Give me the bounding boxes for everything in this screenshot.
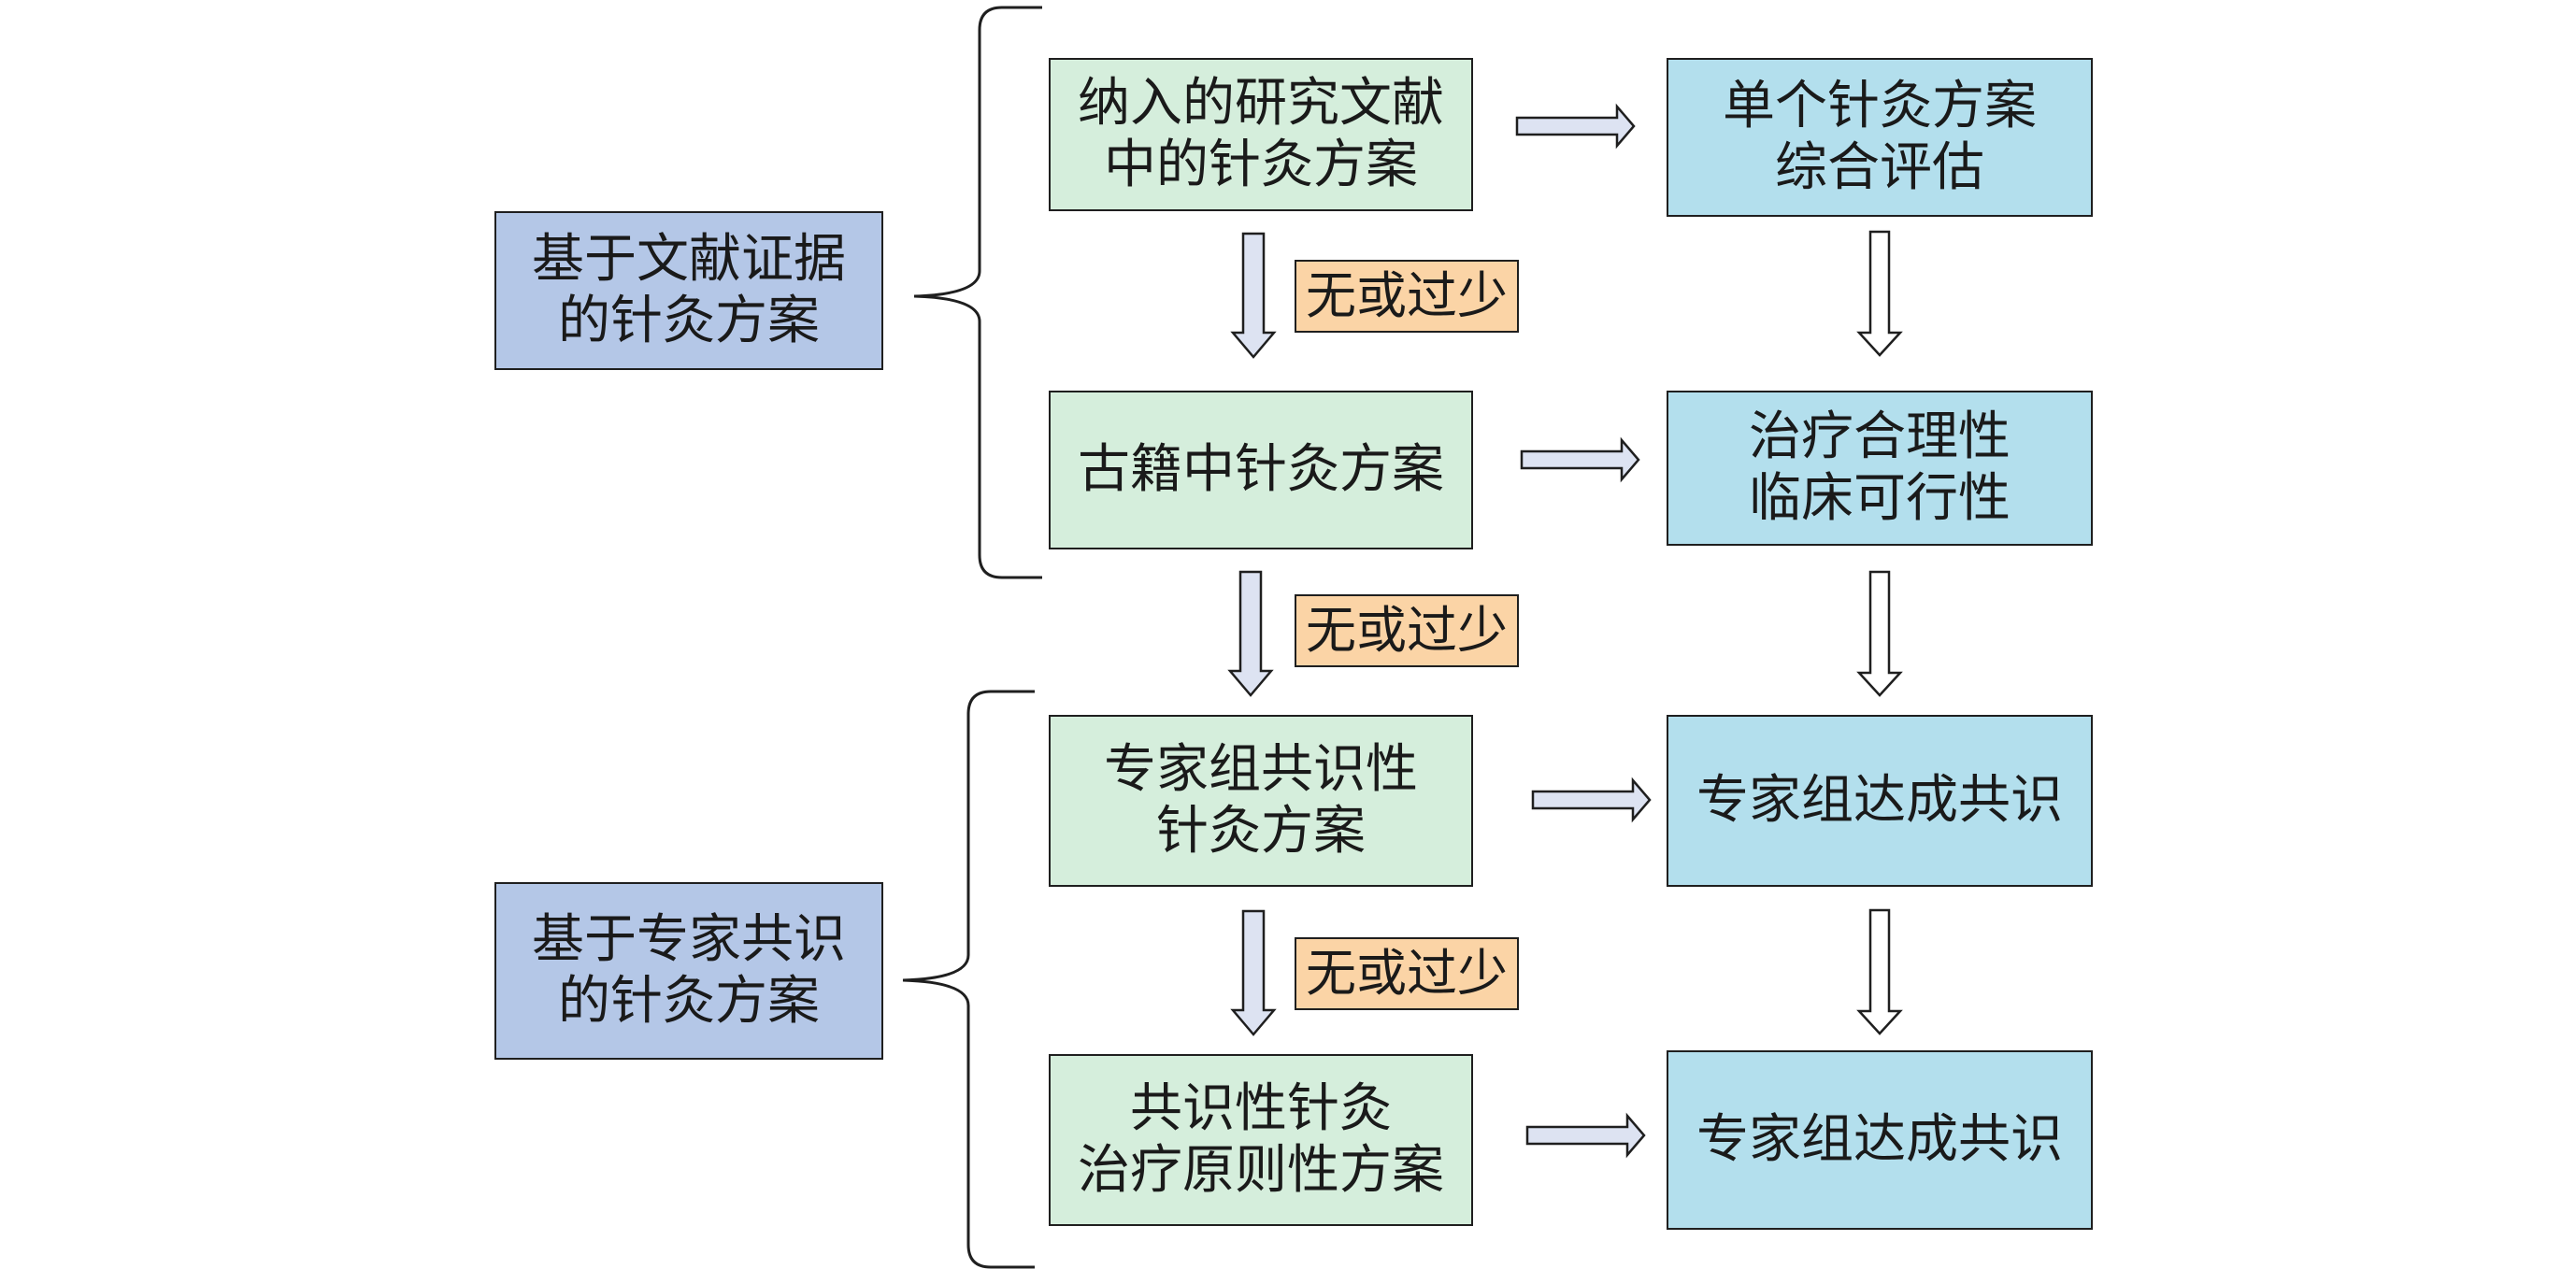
brace-bottom <box>902 690 1035 1269</box>
result-rationality-feasibility-box: 治疗合理性 临床可行性 <box>1667 391 2093 546</box>
result-consensus-reached-2-box: 专家组达成共识 <box>1667 1050 2093 1230</box>
result-consensus-reached-1-box: 专家组达成共识 <box>1667 715 2093 887</box>
step-expert-consensus-plan-box: 专家组共识性 针灸方案 <box>1049 715 1473 887</box>
arrow-down-step-3 <box>1230 909 1277 1036</box>
arrow-down-result-1 <box>1856 230 1903 357</box>
category-literature-box: 基于文献证据 的针灸方案 <box>494 211 883 370</box>
step-included-literature-box: 纳入的研究文献 中的针灸方案 <box>1049 58 1473 211</box>
arrow-down-step-1 <box>1230 232 1277 359</box>
arrow-down-result-3 <box>1856 908 1903 1035</box>
step-principle-plan-box: 共识性针灸 治疗原则性方案 <box>1049 1054 1473 1226</box>
result-comprehensive-evaluation-box: 单个针灸方案 综合评估 <box>1667 58 2093 217</box>
arrow-down-step-2 <box>1227 570 1274 697</box>
condition-tag-3: 无或过少 <box>1295 937 1519 1010</box>
arrow-right-2 <box>1520 436 1640 483</box>
condition-tag-2-label: 无或过少 <box>1306 601 1508 660</box>
step-principle-plan-label: 共识性针灸 治疗原则性方案 <box>1078 1078 1444 1201</box>
arrow-down-result-2 <box>1856 570 1903 697</box>
category-consensus-label: 基于专家共识 的针灸方案 <box>532 909 846 1032</box>
category-consensus-box: 基于专家共识 的针灸方案 <box>494 882 883 1060</box>
condition-tag-3-label: 无或过少 <box>1306 944 1508 1003</box>
condition-tag-1: 无或过少 <box>1295 260 1519 333</box>
step-included-literature-label: 纳入的研究文献 中的针灸方案 <box>1078 73 1444 195</box>
step-expert-consensus-plan-label: 专家组共识性 针灸方案 <box>1104 739 1418 862</box>
arrow-right-1 <box>1515 103 1636 150</box>
brace-top <box>913 6 1042 579</box>
step-ancient-books-box: 古籍中针灸方案 <box>1049 391 1473 549</box>
arrow-right-4 <box>1525 1112 1646 1159</box>
category-literature-label: 基于文献证据 的针灸方案 <box>532 229 846 351</box>
result-consensus-reached-1-label: 专家组达成共识 <box>1696 770 2063 831</box>
result-rationality-feasibility-label: 治疗合理性 临床可行性 <box>1749 406 2011 529</box>
step-ancient-books-label: 古籍中针灸方案 <box>1078 439 1444 500</box>
arrow-right-3 <box>1531 777 1652 823</box>
result-comprehensive-evaluation-label: 单个针灸方案 综合评估 <box>1723 76 2037 198</box>
result-consensus-reached-2-label: 专家组达成共识 <box>1696 1109 2063 1170</box>
condition-tag-1-label: 无或过少 <box>1306 266 1508 325</box>
condition-tag-2: 无或过少 <box>1295 594 1519 667</box>
